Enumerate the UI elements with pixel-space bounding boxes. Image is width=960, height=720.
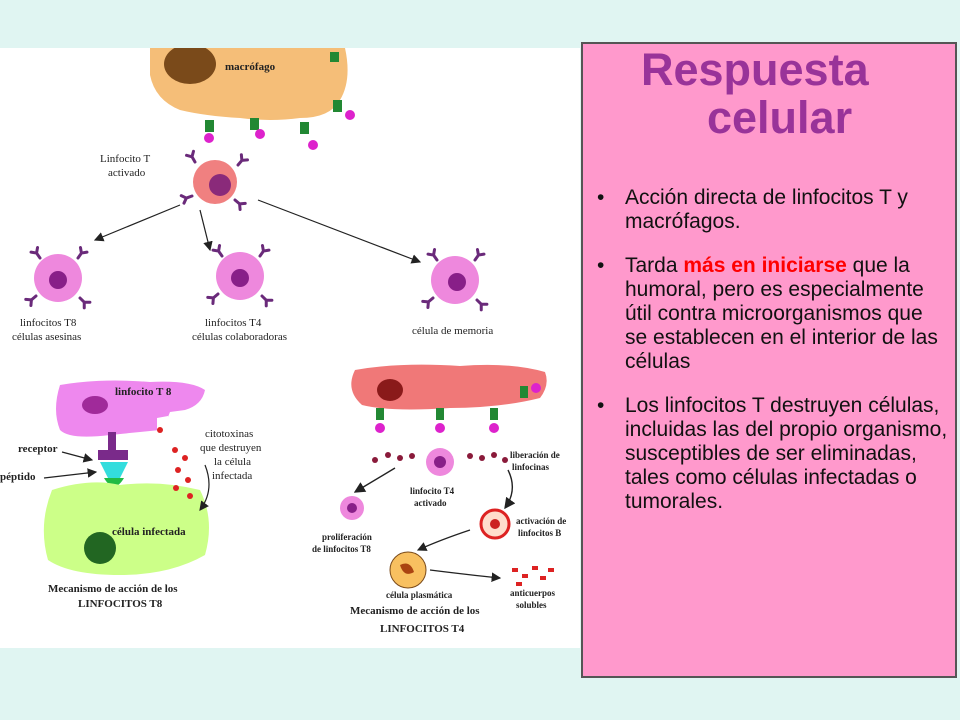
t8-cell [24, 246, 92, 310]
cytotoxins-label-4: infectada [212, 470, 252, 482]
cytotoxins-label-1: citotoxinas [205, 428, 253, 440]
b-cell [479, 508, 511, 540]
memory-label: célula de memoria [412, 325, 493, 337]
antibodies-label-2: solubles [516, 600, 547, 610]
macrophage-label: macrófago [225, 61, 276, 73]
t8-mechanism-title-1: Mecanismo de acción de los [48, 583, 178, 595]
t4-mechanism-title-2: LINFOCITOS T4 [380, 623, 465, 635]
arrow-to-t4 [199, 209, 213, 252]
receptor-label: receptor [18, 443, 58, 455]
diagram-drawing: macrófago Linfocito T activado linfocito… [0, 48, 566, 635]
antibodies-label-1: anticuerpos [510, 588, 555, 598]
bullet-item: Acción directa de linfocitos T y macrófa… [593, 186, 949, 234]
activated-t-label-2: activado [108, 167, 146, 179]
title-line-2: celular [707, 91, 853, 143]
lymphokine-label-1: liberación de [510, 450, 560, 460]
t4-activated-label-1: linfocito T4 [410, 486, 455, 496]
t8-label-1: linfocitos T8 [20, 317, 77, 329]
arrow-to-t8 [93, 204, 181, 242]
bullet-text-pre: Tarda [625, 254, 684, 277]
lymphokine-label-2: linfocinas [512, 462, 550, 472]
t4-cell [206, 244, 274, 308]
t4-mechanism-title-1: Mecanismo de acción de los [350, 605, 480, 617]
immune-response-diagram: macrófago Linfocito T activado linfocito… [0, 48, 580, 648]
text-panel: Respuesta celular Acción directa de linf… [581, 42, 957, 678]
bullet-item: Tarda más en iniciarse que la humoral, p… [593, 254, 949, 374]
proliferation-label-2: de linfocitos T8 [312, 544, 371, 554]
t8-mechanism [43, 380, 210, 575]
peptide-label: péptido [0, 471, 36, 483]
t8-mechanism-title-2: LINFOCITOS T8 [78, 598, 163, 610]
arrow-to-memory [257, 199, 422, 264]
bullet-list: Acción directa de linfocitos T y macrófa… [593, 186, 949, 534]
bullet-text-post: que la humoral, pero es especialmente út… [625, 254, 938, 373]
t4-label-2: células colaboradoras [192, 331, 287, 343]
slide-title: Respuesta celular [641, 46, 869, 141]
t8-lymphocyte-label: linfocito T 8 [115, 386, 172, 398]
t4-label-1: linfocitos T4 [205, 317, 262, 329]
t4-activated-label-2: activado [414, 498, 447, 508]
plasma-cell-label: célula plasmática [386, 590, 453, 600]
proliferation-label-1: proliferación [322, 532, 372, 542]
macrophage-cell [150, 48, 355, 150]
title-line-1: Respuesta [641, 44, 869, 95]
bullet-item: Los linfocitos T destruyen células, incl… [593, 394, 949, 514]
bullet-highlight: más en iniciarse [683, 254, 847, 277]
activated-t-cell [179, 149, 249, 211]
cytotoxins-label-2: que destruyen [200, 442, 262, 454]
infected-cell-label: célula infectada [112, 526, 186, 538]
b-activation-label-1: activación de [516, 516, 566, 526]
b-activation-label-2: linfocitos B [518, 528, 561, 538]
memory-cell [421, 248, 489, 312]
activated-t-label-1: Linfocito T [100, 153, 150, 165]
cytotoxins-label-3: la célula [214, 456, 251, 468]
t8-label-2: células asesinas [12, 331, 81, 343]
t4-mechanism [340, 364, 554, 589]
